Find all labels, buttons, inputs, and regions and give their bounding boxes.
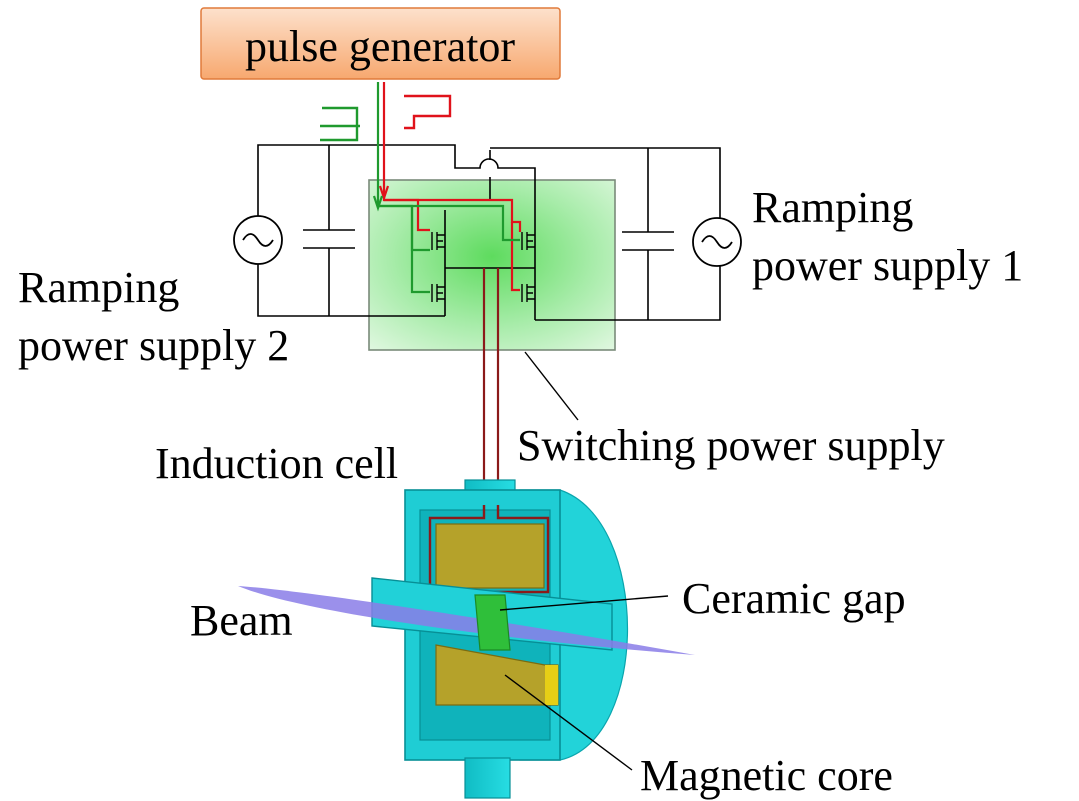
ramping-ps1-label-line1: Ramping xyxy=(752,183,913,232)
gate-pulse-green-icon xyxy=(320,106,360,142)
transistor-lower-right-icon xyxy=(521,284,535,302)
ramping-ps1-label-line2: power supply 1 xyxy=(752,241,1023,290)
pulse-generator-label: pulse generator xyxy=(245,22,515,71)
magnetic-core-upper xyxy=(435,523,545,589)
ceramic-gap-pointer-line xyxy=(499,595,669,611)
gate-pulse-red-icon xyxy=(404,94,452,130)
transistor-lower-left-icon xyxy=(431,284,445,302)
ceramic-gap xyxy=(474,594,511,651)
induction-cell xyxy=(238,479,695,799)
magnetic-core-label: Magnetic core xyxy=(640,751,893,800)
beam-label: Beam xyxy=(190,596,293,645)
switching-pointer-line xyxy=(524,351,579,421)
switching-power-supply-label: Switching power supply xyxy=(517,421,945,470)
ac-source-1-icon xyxy=(692,217,742,267)
transistor-upper-right-icon xyxy=(521,232,535,250)
ac-source-2-icon xyxy=(233,215,283,265)
switching-power-supply-box xyxy=(368,179,616,351)
switch-transistors xyxy=(431,232,535,302)
circuit-wiring xyxy=(257,144,721,321)
induction-cell-label: Induction cell xyxy=(155,439,398,488)
magnetic-core-pointer-line xyxy=(504,674,633,771)
pulse-generator: pulse generator xyxy=(200,7,561,80)
ceramic-gap-label: Ceramic gap xyxy=(682,574,906,623)
cable-to-cell xyxy=(482,268,500,510)
ramping-ps2-label-line2: power supply 2 xyxy=(18,321,289,370)
gate-signal-green xyxy=(372,82,520,294)
pulse-generator-box xyxy=(200,7,561,80)
ramping-ps2-label-line1: Ramping xyxy=(18,263,179,312)
gate-signal-red xyxy=(378,82,522,292)
transistor-upper-left-icon xyxy=(431,232,445,250)
